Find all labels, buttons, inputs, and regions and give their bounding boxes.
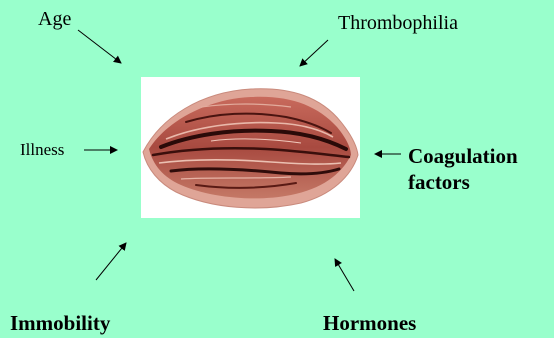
thrombus-specimen-image [141, 77, 360, 218]
factor-label-coagulation-factors: Coagulation factors [408, 143, 518, 196]
thrombus-specimen-illustration [141, 77, 360, 218]
arrow-age [78, 30, 121, 63]
factor-label-hormones: Hormones [323, 311, 416, 335]
arrow-immobility [96, 243, 126, 280]
arrow-thrombophilia [300, 40, 328, 66]
arrow-hormones [335, 259, 354, 291]
factor-label-coagulation-line2: factors [408, 169, 518, 195]
factor-label-coagulation-line1: Coagulation [408, 143, 518, 169]
factor-label-thrombophilia: Thrombophilia [338, 12, 458, 35]
factor-label-illness: Illness [20, 140, 64, 160]
factor-label-immobility: Immobility [10, 311, 110, 335]
factor-label-age: Age [38, 8, 71, 31]
